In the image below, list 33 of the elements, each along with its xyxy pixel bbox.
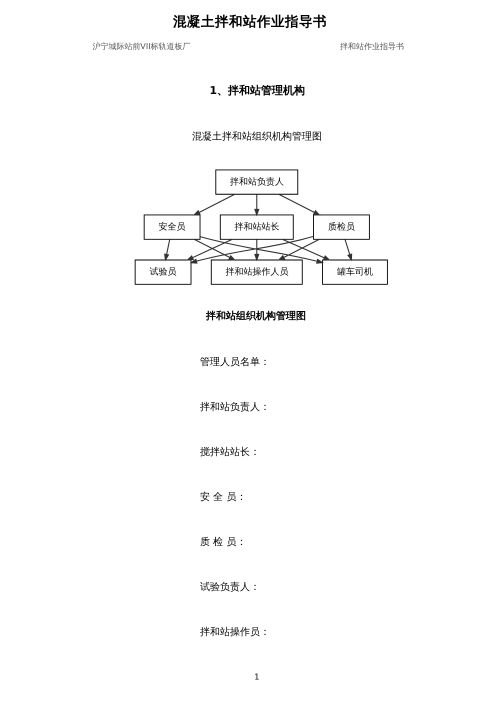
arrow [186,238,232,261]
arrow [194,238,236,261]
node-box: 拌和站站长 [220,214,294,240]
node-box: 罐车司机 [322,260,388,285]
arrow [200,236,324,264]
label: 混凝土拌和站组织机构管理图 [192,132,322,143]
label: 拌和站操作员： [200,627,270,638]
arrow [344,239,352,262]
node-box: 拌和站操作人员 [210,260,303,285]
arrow [278,194,321,216]
label: 安 全 员： [200,492,246,503]
arrow [164,239,170,262]
arrow [190,236,314,264]
label: 管理人员名单： [200,356,270,368]
caption: 拌和站组织机构管理图 [206,310,306,322]
label: 1 [254,672,260,682]
label: 拌和站负责人： [200,402,270,413]
node-box: 试验员 [134,260,192,285]
node-box: 拌和站负责人 [215,169,298,195]
arrow [192,194,235,216]
arrow [282,238,331,261]
label: 质 检 员： [200,536,246,548]
arrow [254,239,260,262]
node-box: 安全员 [144,214,200,240]
label: 1、拌和站管理机构 [209,84,305,97]
label: 搅拌站站长： [200,446,260,458]
label: 试验负责人： [200,582,260,594]
label: 拌和站作业指导书 [340,40,404,51]
arrow [254,194,260,216]
diagram-title: 混凝土拌和站作业指导书 [173,14,328,30]
node-box: 质检员 [313,214,370,240]
arrow [277,238,320,261]
label: 沪宁城际站前VII标轨道板厂 [92,40,191,51]
